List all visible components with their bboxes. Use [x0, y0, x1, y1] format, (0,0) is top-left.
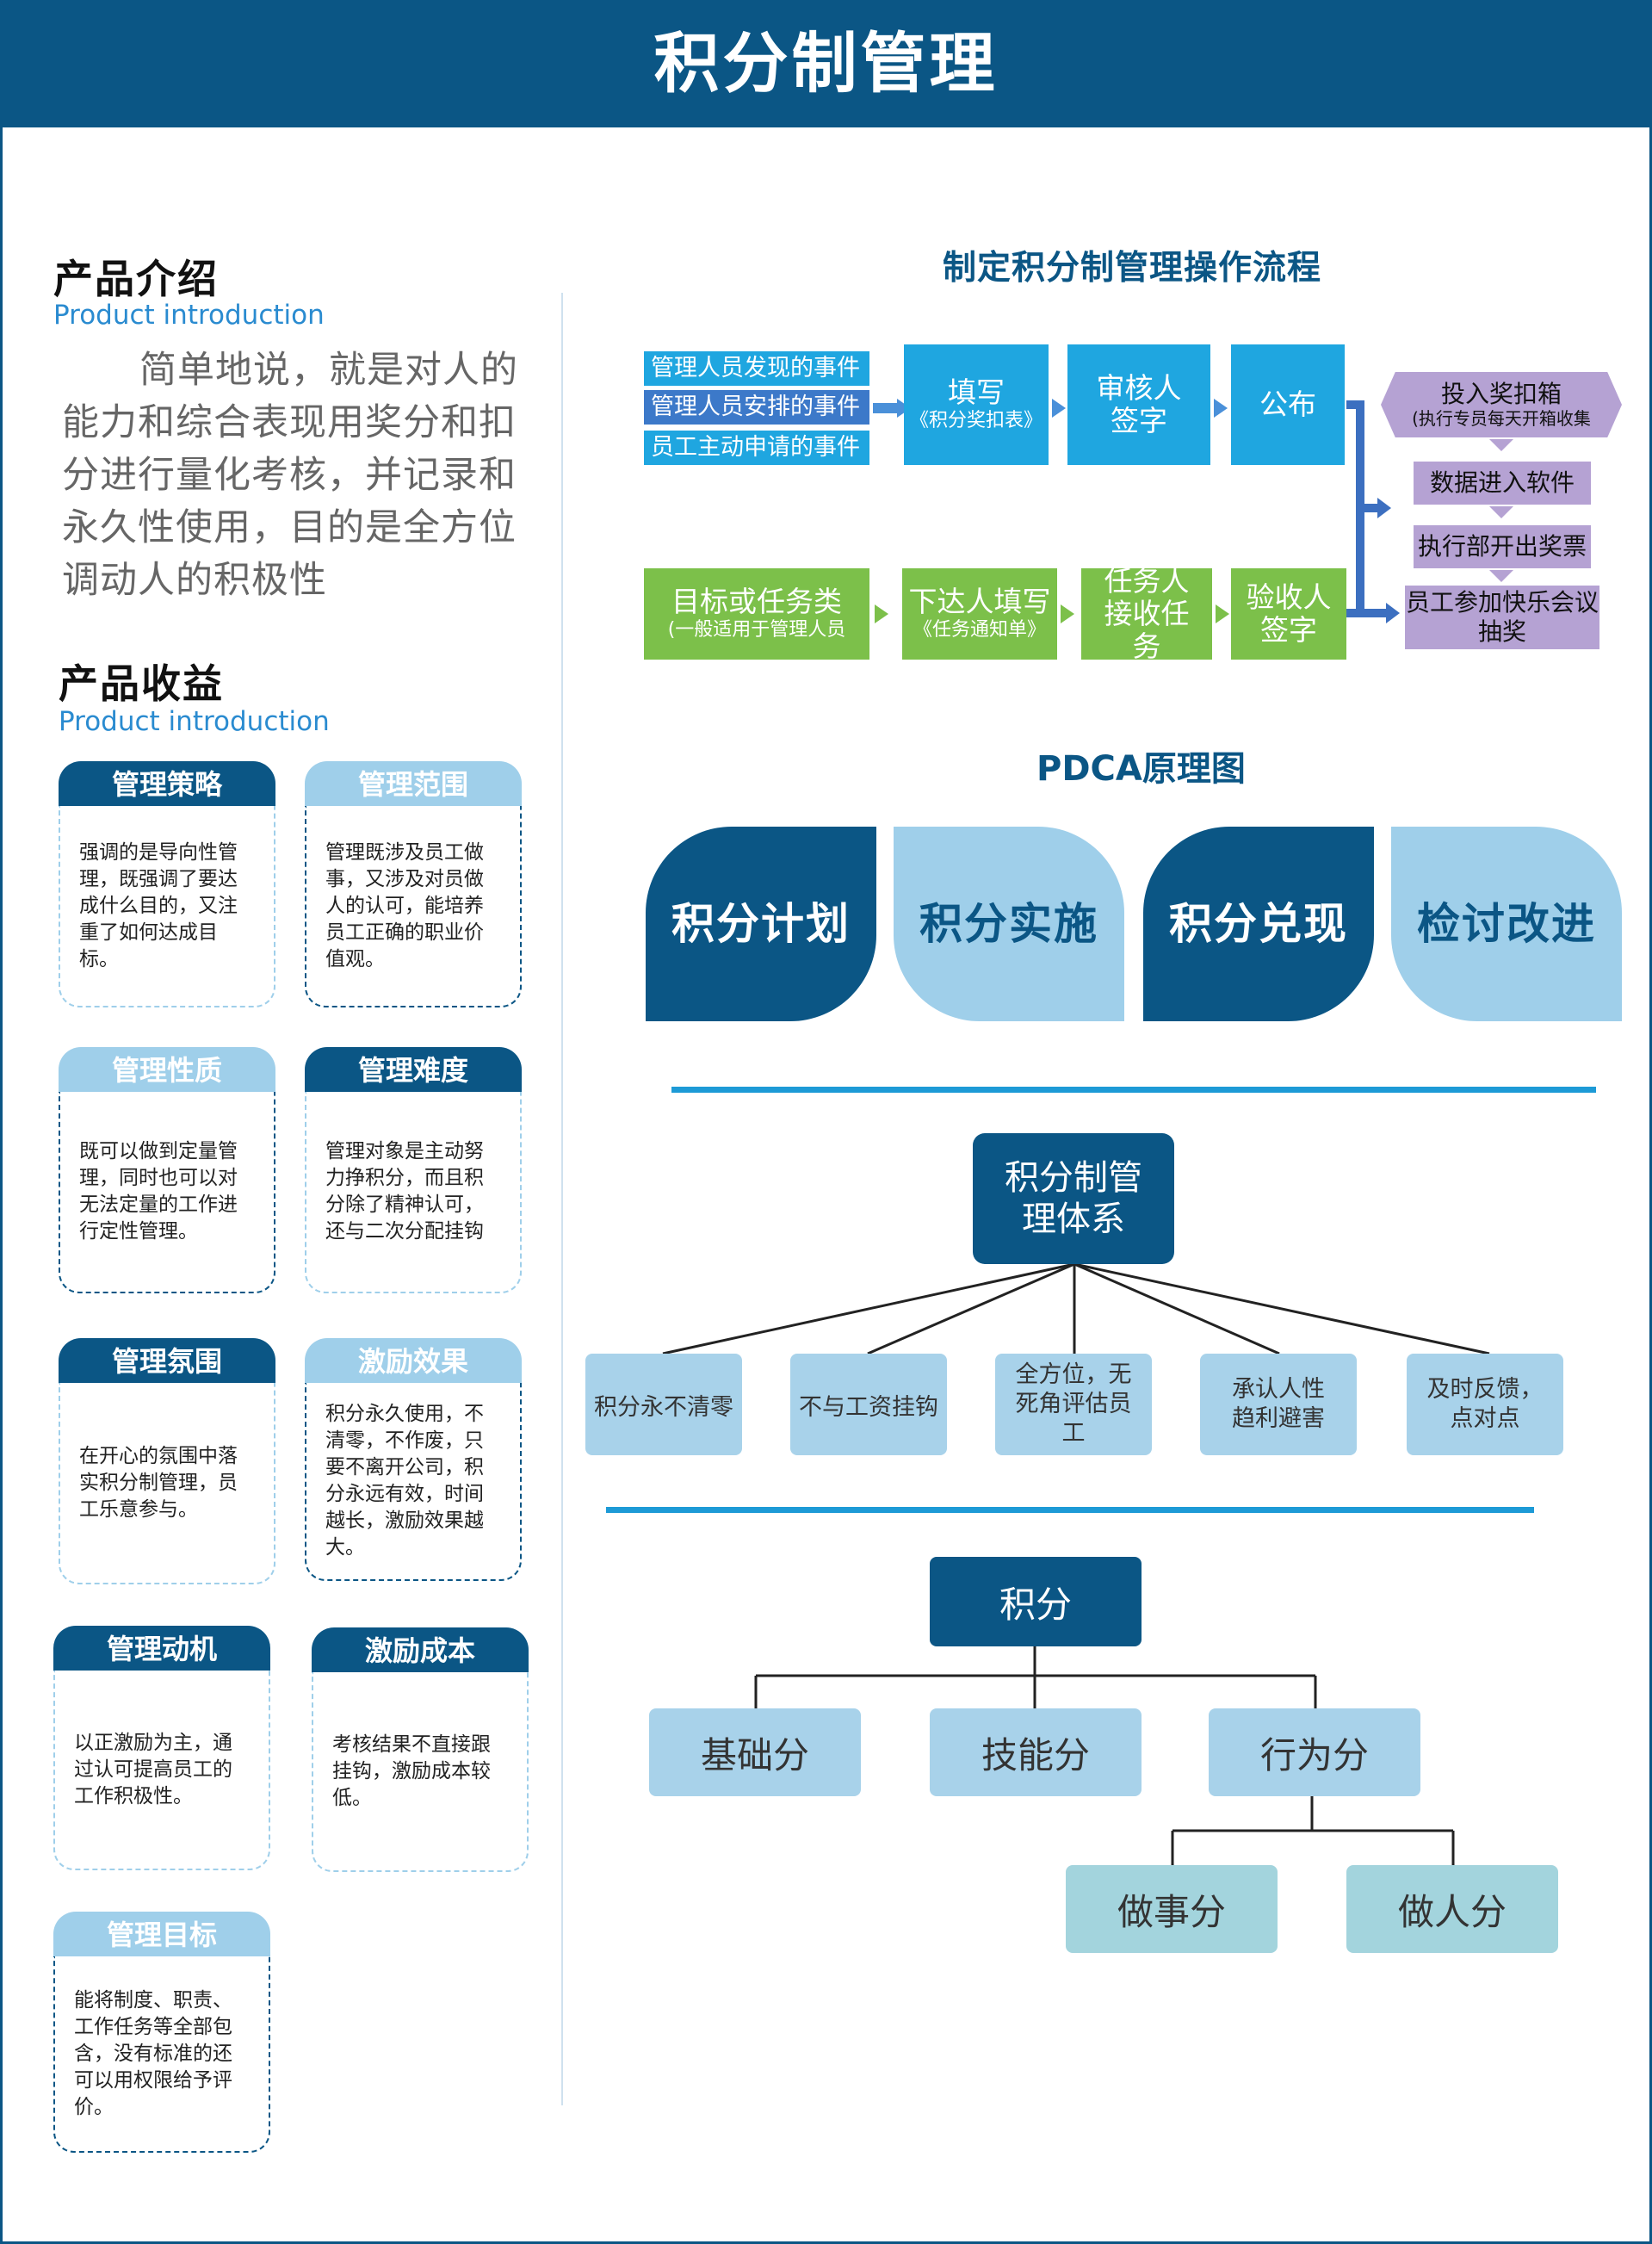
- card-title-nature: 管理性质: [59, 1047, 275, 1092]
- arrow-assign: [1061, 604, 1074, 623]
- arrow-shaft-events: [873, 403, 902, 413]
- arrow-review: [1214, 399, 1228, 418]
- event-arranged: 管理人员安排的事件: [644, 390, 869, 425]
- box-task: 目标或任务类 (一般适用于管理人员: [644, 568, 869, 660]
- accept-text: 验收人签字: [1246, 580, 1332, 647]
- system-item-4: 承认人性趋利避害: [1200, 1354, 1357, 1455]
- benefits-title: 产品收益: [59, 660, 224, 707]
- box-ticket: 执行部开出奖票: [1414, 525, 1591, 568]
- box-software: 数据进入软件: [1414, 462, 1591, 505]
- step2-text: 数据进入软件: [1429, 468, 1575, 497]
- arrow-step3: [1489, 570, 1513, 582]
- box-publish: 公布: [1231, 344, 1345, 465]
- intro-title: 产品介绍: [53, 256, 219, 302]
- task-sub: (一般适用于管理人员: [667, 619, 846, 641]
- pdca-plan: 积分计划: [646, 827, 876, 1021]
- box-lottery: 员工参加快乐会议抽奖: [1405, 586, 1599, 649]
- arrow-receive: [1216, 604, 1229, 623]
- assign-main: 下达人填写: [908, 585, 1051, 618]
- card-title-atmosphere: 管理氛围: [59, 1338, 275, 1383]
- task-main: 目标或任务类: [671, 585, 842, 618]
- benefits-subtitle: Product introduction: [59, 706, 330, 737]
- step3-text: 执行部开出奖票: [1417, 532, 1587, 561]
- divider-1: [671, 1087, 1596, 1093]
- step1-sub: (执行专员每天开箱收集: [1412, 408, 1591, 429]
- card-title-cost: 激励成本: [312, 1627, 529, 1672]
- box-fill-form: 填写 《积分奖扣表》: [904, 344, 1049, 465]
- pdca-check: 积分兑现: [1143, 827, 1374, 1021]
- card-text-effect: 积分永久使用，不清零，不作废，只要不离开公司，积分永远有效，时间越长，激励效果越…: [305, 1383, 522, 1581]
- card-title-effect: 激励效果: [305, 1338, 522, 1383]
- intro-subtitle: Product introduction: [53, 300, 325, 331]
- score-basic: 基础分: [649, 1708, 861, 1796]
- flow-bracket: [1346, 400, 1400, 623]
- step4-text: 员工参加快乐会议抽奖: [1405, 588, 1599, 646]
- card-title-motive: 管理动机: [53, 1626, 270, 1671]
- score-skill: 技能分: [930, 1708, 1142, 1796]
- arrow-task: [875, 604, 888, 623]
- pdca-act: 检讨改进: [1391, 827, 1622, 1021]
- system-root: 积分制管理体系: [973, 1133, 1174, 1264]
- score-person: 做人分: [1346, 1865, 1558, 1953]
- arrow-step2: [1489, 506, 1513, 518]
- card-text-strategy: 强调的是导向性管理，既强调了要达成什么目的，又注重了如何达成目标。: [59, 806, 275, 1007]
- card-text-scope: 管理既涉及员工做事，又涉及对员做人的认可，能培养员工正确的职业价值观。: [305, 806, 522, 1007]
- arrow-step1: [1489, 439, 1513, 451]
- box-receive: 任务人接收任务: [1081, 564, 1212, 663]
- system-item-3: 全方位，无死角评估员工: [995, 1354, 1152, 1455]
- box-review: 审核人签字: [1067, 344, 1210, 465]
- column-divider: [561, 293, 563, 2105]
- card-title-strategy: 管理策略: [59, 761, 275, 806]
- pdca-title: PDCA原理图: [1036, 749, 1246, 789]
- card-title-difficulty: 管理难度: [305, 1047, 522, 1092]
- event-applied: 员工主动申请的事件: [644, 431, 869, 465]
- box-accept: 验收人签字: [1231, 568, 1346, 660]
- flow-title: 制定积分制管理操作流程: [943, 249, 1322, 288]
- header-bar: 积分制管理: [0, 0, 1652, 127]
- receive-text: 任务人接收任务: [1104, 564, 1190, 663]
- card-title-scope: 管理范围: [305, 761, 522, 806]
- score-work: 做事分: [1066, 1865, 1278, 1953]
- score-root: 积分: [930, 1557, 1142, 1646]
- system-item-5: 及时反馈，点对点: [1407, 1354, 1563, 1455]
- score-behavior: 行为分: [1209, 1708, 1420, 1796]
- card-text-cost: 考核结果不直接跟挂钩，激励成本较低。: [312, 1672, 529, 1872]
- review-text: 审核人签字: [1096, 371, 1182, 437]
- card-text-motive: 以正激励为主，通过认可提高员工的工作积极性。: [53, 1671, 270, 1870]
- assign-sub: 《任务通知单》: [913, 619, 1046, 641]
- page-title: 积分制管理: [653, 25, 999, 102]
- box-assign: 下达人填写 《任务通知单》: [902, 568, 1057, 660]
- arrow-fill: [1052, 399, 1066, 418]
- fill-sub: 《积分奖扣表》: [909, 410, 1043, 431]
- card-title-goal: 管理目标: [53, 1912, 270, 1956]
- fill-main: 填写: [948, 375, 1005, 409]
- step1-main: 投入奖扣箱: [1440, 380, 1562, 408]
- divider-2: [606, 1507, 1534, 1513]
- system-item-1: 积分永不清零: [585, 1354, 742, 1455]
- event-found: 管理人员发现的事件: [644, 351, 869, 386]
- intro-text: 简单地说，就是对人的能力和综合表现用奖分和扣分进行量化考核，并记录和永久性使用，…: [62, 349, 518, 602]
- card-text-atmosphere: 在开心的氛围中落实积分制管理，员工乐意参与。: [59, 1383, 275, 1584]
- pdca-do: 积分实施: [894, 827, 1124, 1021]
- card-text-difficulty: 管理对象是主动努力挣积分，而且积分除了精神认可，还与二次分配挂钩: [305, 1092, 522, 1293]
- publish-text: 公布: [1259, 387, 1316, 421]
- box-drop-box: 投入奖扣箱 (执行专员每天开箱收集: [1381, 372, 1622, 437]
- card-text-nature: 既可以做到定量管理，同时也可以对无法定量的工作进行定性管理。: [59, 1092, 275, 1293]
- system-item-2: 不与工资挂钩: [790, 1354, 947, 1455]
- card-text-goal: 能将制度、职责、工作任务等全部包含，没有标准的还可以用权限给予评价。: [53, 1956, 270, 2153]
